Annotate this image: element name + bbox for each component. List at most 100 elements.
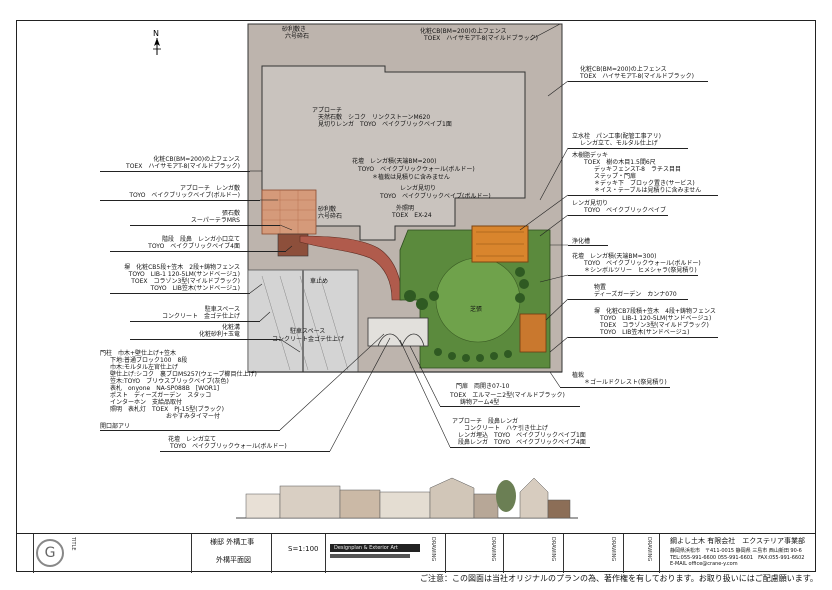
- company-name: 鋼よし土木 有限会社 エクステリア事業部: [670, 537, 806, 545]
- designplan-bar: [330, 554, 410, 558]
- left-label: 壁仕上げ:シコク 裏ブロMS257(ウェーブ櫛目仕上げ): [110, 371, 257, 378]
- company-tel: TEL:055-991-6600 055-991-6601 FAX:055-99…: [670, 555, 805, 561]
- label-light-1: 外照明: [396, 205, 415, 212]
- bottom-label: 鋳物アーム4型: [460, 399, 500, 406]
- drawing-label: DRAWING: [430, 537, 436, 562]
- right-label: 植栽: [572, 372, 585, 379]
- right-label: TOYO ベイクブリックウォール(ボルドー): [584, 260, 701, 267]
- drawing-label-5: DRAWING: [646, 537, 652, 562]
- label-lawn: 芝張: [470, 306, 483, 313]
- right-label: TOEX コラゾン3型(マイルドブラック): [600, 322, 709, 329]
- right-label: ステップ・門扉: [594, 173, 637, 180]
- label-parking-1: 駐車スペース: [290, 328, 326, 335]
- company-email: E-MAIL office@crane-y.com: [670, 561, 738, 567]
- right-label: 浄化槽: [572, 238, 591, 245]
- left-label: 門柱 巾木+壁仕上げ+笠木: [100, 350, 177, 357]
- label-approach-3: 見切りレンガ TOYO ベイクブリックベイブ1面: [318, 121, 452, 128]
- right-label: ＊デッキ下 ブロック置き(サービス): [594, 180, 695, 187]
- left-label: 下地:普通ブロック100 8段: [110, 357, 188, 364]
- bottom-label: レンガ埋込 TOYO ベイクブリックベイブ1面: [458, 432, 586, 439]
- copyright-notice: ご注意：この図面は当社オリジナルのプランの為、著作権を有しております。お取り扱い…: [420, 574, 818, 583]
- left-label: TOYO ベイクブリックベイブ(ボルドー): [129, 192, 240, 199]
- drawing-label-3: DRAWING: [550, 537, 556, 562]
- bottom-label: TOEX エルマーニ2型(マイルドブラック): [450, 392, 565, 399]
- left-label: 巾木:モルタル左官仕上げ: [110, 364, 179, 371]
- label-planter-3: ＊植栽は見積りに含みません: [372, 174, 450, 181]
- label-approach-1: アプローチ: [312, 107, 343, 114]
- label-gravel-mid-2: 六号砕石: [318, 213, 343, 220]
- left-label: 化粧砂利+玉竜: [198, 331, 240, 338]
- right-label: TOYO LIB笠木(サンドベージュ): [600, 329, 690, 336]
- right-label: 花壇 レンガ積(天端BM=300): [572, 253, 657, 260]
- project-name: 様邸 外構工事: [210, 538, 255, 546]
- north-arrow-icon: N: [150, 28, 164, 56]
- right-label: 物置: [594, 284, 607, 291]
- label-gravel-mid-1: 砂利敷: [318, 206, 337, 213]
- drawing-label-2: DRAWING: [490, 537, 496, 562]
- left-label: TOYO LIB-1 120-5LM(サンドベージュ): [128, 271, 240, 278]
- right-label: レンガ立て、モルタル仕上げ: [580, 140, 658, 147]
- bottom-label: アプローチ 段鼻レンガ: [452, 418, 519, 425]
- drawing-label-4: DRAWING: [610, 537, 616, 562]
- left-label: 化粧CB(BM=200)の上フェンス: [153, 156, 240, 163]
- left-label: 化粧溝: [221, 324, 240, 331]
- left-label: おやすみタイマー付: [166, 413, 221, 420]
- logo-icon: G: [36, 539, 64, 567]
- right-label: 木樹脂デッキ: [572, 152, 609, 159]
- label-light-2: TOEX EX-24: [392, 212, 432, 219]
- right-label: ＊ゴールドクレスト(祭見積り): [584, 379, 667, 386]
- left-label: スーパーテラMRS: [190, 217, 240, 224]
- bottom-label: コンクリート ハケ引き仕上げ: [464, 425, 549, 432]
- left-label: 張石敷: [221, 210, 240, 217]
- label-planter-1: 花壇 レンガ積(天端BM=200): [352, 158, 437, 165]
- sheet-name: 外構平面図: [216, 556, 251, 564]
- label-brick-edge-1: レンガ見切り: [400, 185, 437, 192]
- left-label: TOYO LIB笠木(サンドベージュ): [150, 285, 241, 292]
- designplan-logo: [330, 544, 420, 552]
- title-label: TITLE: [70, 537, 76, 551]
- right-label: TOYO LIB-1 120-5LM(サンドベージュ): [600, 315, 712, 322]
- right-label: デッキフェンスT-8 ラチス目目: [594, 166, 681, 173]
- label-fence-top-1: 化粧CB(BM=200)の上フェンス: [420, 28, 507, 35]
- left-label: コンクリート 金ゴテ仕上げ: [161, 313, 240, 320]
- label-gravel-top: 砂利敷き: [282, 26, 307, 33]
- bottom-label: 段鼻レンガ TOYO ベイクブリックベイブ4面: [458, 439, 586, 446]
- right-label: 立水栓 パン工事(配管工事アリ): [572, 133, 661, 140]
- company-address: 静岡県浜松市 〒411-0015 静岡県 三島市 西山新田 90-6: [670, 548, 802, 554]
- left-label: TOYO ベイクブリックベイブ4面: [148, 243, 240, 250]
- right-label: ディーズガーデン カンナ070: [594, 291, 677, 298]
- right-label: ＊イス・テーブルは見積りに含みません: [594, 187, 702, 194]
- title-block: G TITLE 様邸 外構工事 外構平面図 S=1:100 Designplan…: [16, 533, 816, 573]
- left-label: 照明 表札灯 TOEX PJ-15型(ブラック): [110, 406, 224, 413]
- label-approach-2: 天然石敷 シコク リンクストーンM620: [318, 114, 431, 121]
- right-label: TOYO ベイクブリックベイブ: [584, 207, 666, 214]
- left-label: 開口部アリ: [100, 423, 131, 430]
- left-label: 笠木:TOYO ブリウスブリックベイブ(灰色): [110, 378, 229, 385]
- label-gravel-top-2: 六号砕石: [285, 33, 310, 40]
- bottom-label: 門扉 両開き07-10: [456, 383, 510, 390]
- left-label: 駐車スペース: [204, 306, 240, 313]
- left-label: ポスト ディーズガーデン スタッコ: [110, 392, 212, 399]
- left-label: 表札 onyone NA-SP088B [WOR1]: [110, 385, 220, 392]
- left-label: TOEX ハイサモアT-8(マイルドブラック): [126, 163, 240, 170]
- scale: S=1:100: [288, 545, 319, 553]
- left-label: TOEX コラゾン3型(マイルドブラック): [131, 278, 240, 285]
- bottom-label: 花壇 レンガ立て: [168, 436, 217, 443]
- right-label: レンガ見切り: [572, 200, 609, 207]
- left-label: 階段 段鼻 レンガ小口立て: [161, 236, 240, 243]
- right-label: TOEX ハイサモアT-8(マイルドブラック): [580, 73, 694, 80]
- label-planter-2: TOYO ベイクブリックウォール(ボルドー): [358, 166, 475, 173]
- right-label: 化粧CB(BM=200)の上フェンス: [580, 66, 667, 73]
- designplan-logo-text: Designplan & Exterior Art: [334, 545, 398, 551]
- bottom-label: TOYO ベイクブリックウォール(ボルドー): [170, 443, 287, 450]
- label-fence-top-2: TOEX ハイサモアT-8(マイルドブラック): [424, 35, 538, 42]
- label-brick-edge-2: TOYO ベイクブリックベイブ(ボルドー): [380, 193, 491, 200]
- right-label: 塀 化粧CB7段積+笠木 4段+鋳物フェンス: [594, 308, 716, 315]
- label-car-stop: 車止め: [310, 278, 329, 285]
- right-label: TOEX 樹の木目1.5間6尺: [584, 159, 656, 166]
- left-label: アプローチ レンガ敷: [179, 185, 240, 192]
- right-label: ＊シンボルツリー ヒメシャラ(祭見積り): [584, 267, 697, 274]
- north-label: N: [153, 29, 159, 38]
